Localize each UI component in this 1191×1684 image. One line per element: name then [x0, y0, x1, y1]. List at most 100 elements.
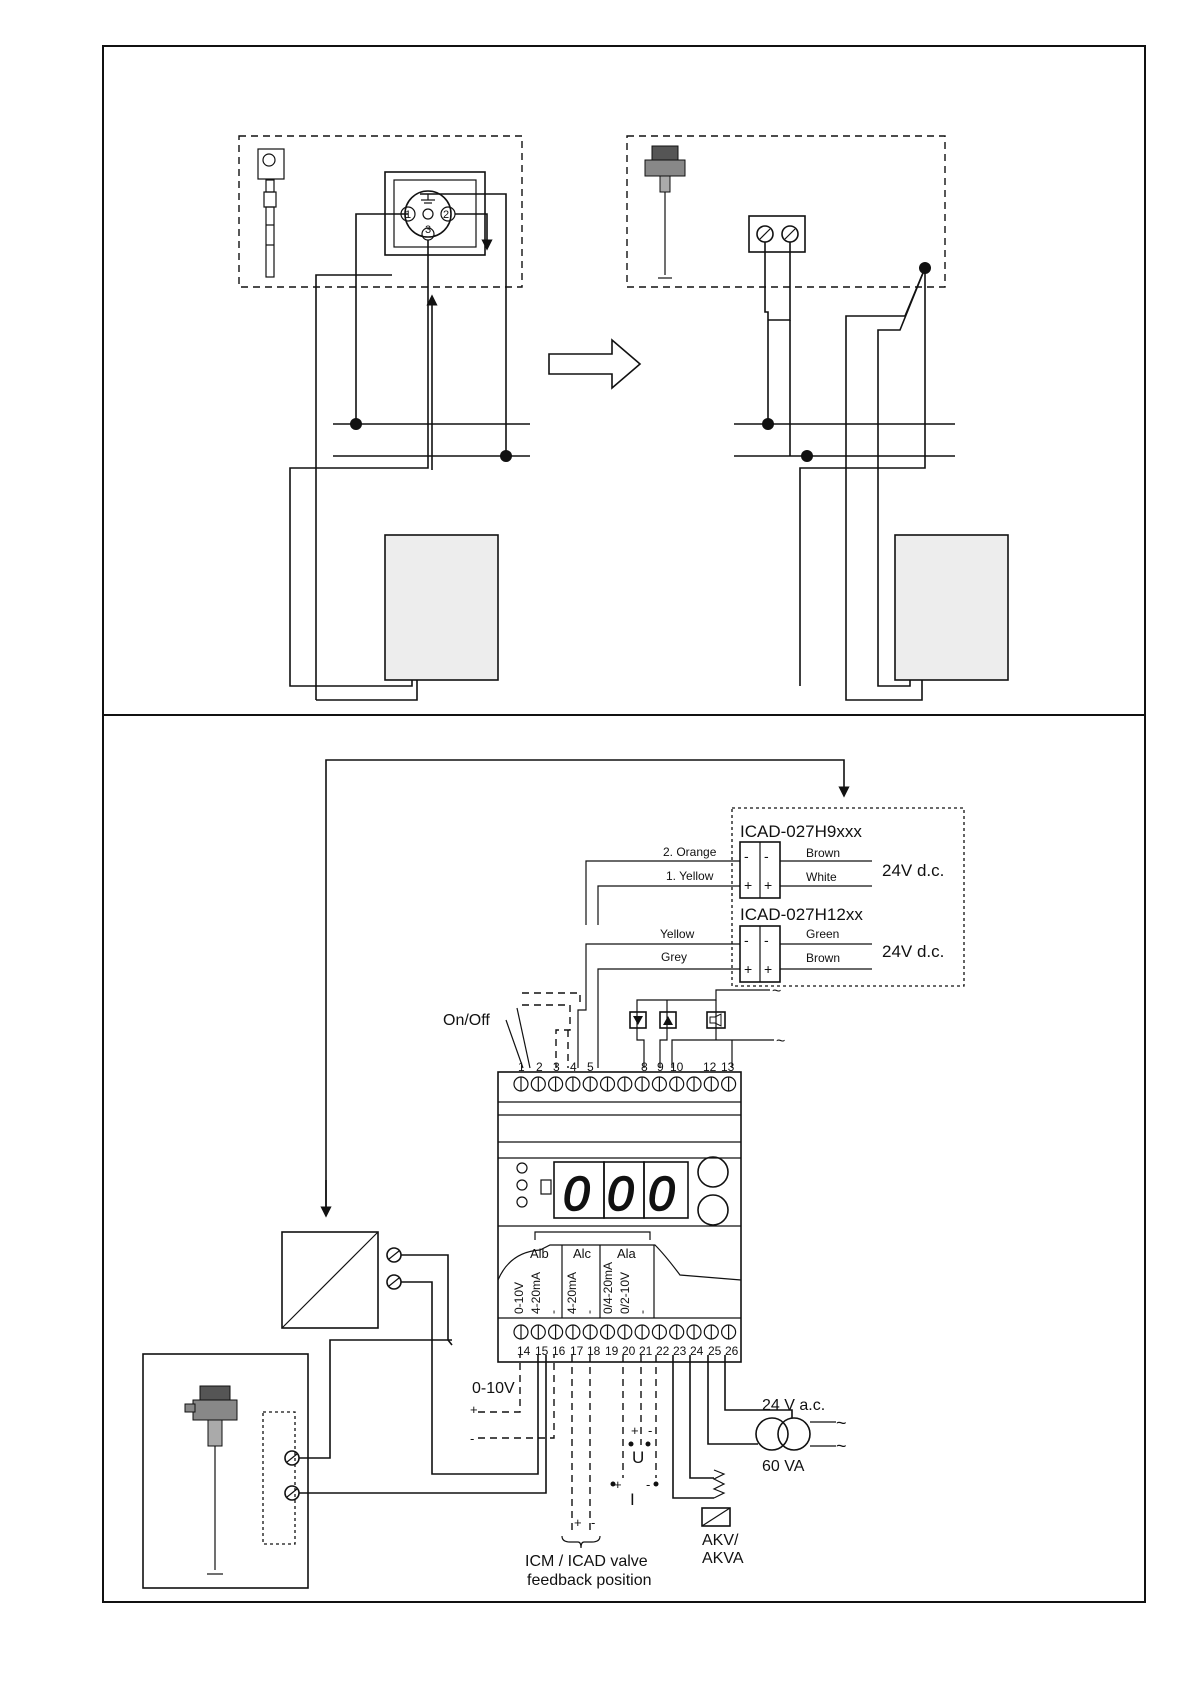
top-right-diagram	[626, 135, 1009, 701]
relay-wire-a	[636, 989, 770, 1068]
icad-h9-supply: 24V d.c.	[882, 861, 944, 880]
svg-text:-: -	[764, 932, 769, 948]
on-off-switch2	[505, 1019, 524, 1069]
yellow-wire	[597, 885, 740, 925]
icad-h12-out2: Brown	[806, 951, 840, 965]
va-label: 60 VA	[762, 1458, 805, 1475]
signal-label: 4-20mA	[565, 1272, 579, 1314]
digit-box	[643, 1161, 689, 1219]
icad-h12-supply: 24V d.c.	[882, 942, 944, 961]
signal-label: 0/2-10V	[618, 1272, 632, 1314]
svg-text:+: +	[574, 1515, 582, 1530]
orange-wire	[585, 860, 740, 925]
icad-h9-wire1: 2. Orange	[663, 845, 717, 859]
relay-icons: ~ ~	[629, 983, 785, 1068]
digit-3: 0	[648, 1168, 675, 1221]
wire-aux	[315, 274, 392, 700]
wire-right-aux	[845, 267, 926, 701]
display-panel: 0 0 0	[516, 1156, 729, 1226]
svg-text:+: +	[631, 1423, 639, 1438]
terminal-label: 25	[708, 1344, 722, 1358]
capacitive-sensor-icon-2	[184, 1385, 238, 1575]
u-label: U	[632, 1448, 644, 1467]
wire-term2	[768, 242, 791, 321]
svg-text:+: +	[744, 877, 752, 893]
sensor-wire-1	[299, 1339, 452, 1459]
relay-wire-b	[671, 1039, 774, 1068]
icad-h12-wire1: Yellow	[660, 927, 695, 941]
ac-wire-2	[724, 1355, 793, 1418]
pin-2-label: 2	[443, 209, 449, 221]
icad-h9-model: ICAD-027H9xxx	[740, 822, 862, 841]
ac-supply-label: 24 V a.c.	[762, 1397, 825, 1414]
terminal-label: 20	[622, 1344, 636, 1358]
group-alb: Alb	[530, 1246, 549, 1261]
ac-wire-1	[707, 1355, 758, 1445]
terminal-label: 1	[518, 1060, 525, 1074]
up-button[interactable]	[697, 1156, 729, 1188]
sensor-enclosure-old	[238, 135, 523, 288]
feedback-line2: feedback position	[527, 1572, 652, 1589]
ac-tilde-3: ~	[836, 1413, 847, 1433]
feedback-line1: ICM / ICAD valve	[525, 1553, 648, 1570]
icad-h12-out1: Green	[806, 927, 839, 941]
dashed-link2	[522, 1004, 571, 1068]
i-label: I	[630, 1490, 635, 1509]
converter-wire-2	[401, 1281, 539, 1475]
analog-minus-wire	[478, 1355, 555, 1439]
converter-wire-1	[401, 1254, 453, 1346]
terminal-label: 21	[639, 1344, 653, 1358]
group-ala: Ala	[617, 1246, 637, 1261]
wire-ground	[420, 193, 507, 456]
svg-text:+: +	[470, 1402, 478, 1417]
digit-2: 0	[607, 1168, 634, 1221]
icad-h9-out1: Brown	[806, 846, 840, 860]
svg-text:-: -	[470, 1431, 474, 1446]
terminal-label: 5	[587, 1060, 594, 1074]
level-sensor-icon	[257, 148, 285, 278]
terminal-label: 3	[553, 1060, 560, 1074]
svg-text:-: -	[591, 1515, 595, 1530]
junction-dot	[801, 450, 813, 462]
bottom-diagram: ICAD-027H9xxx - - + + 2. Orange 1. Yello…	[142, 759, 965, 1589]
signal-converter	[281, 1231, 379, 1329]
terminal-label: 23	[673, 1344, 687, 1358]
controller-block-left	[384, 534, 499, 681]
outer-frame	[102, 45, 1146, 1603]
terminal-block	[748, 215, 806, 253]
junction-dot	[919, 262, 931, 274]
ac-tilde-2: ~	[776, 1033, 785, 1050]
terminal-label: 16	[552, 1344, 566, 1358]
label-panel-outline	[497, 1244, 742, 1281]
dashed-link1	[522, 992, 581, 1005]
junction-dot	[500, 450, 512, 462]
group-alc: Alc	[573, 1246, 592, 1261]
pin-1-label: 1	[405, 209, 411, 221]
icad-h9-wire2: 1. Yellow	[666, 869, 714, 883]
terminal-label: 10	[670, 1060, 684, 1074]
akv-valve-icon	[701, 1507, 731, 1527]
down-button[interactable]	[697, 1194, 729, 1226]
wire-right-loop	[877, 267, 926, 687]
icad-h9-out2: White	[806, 870, 837, 884]
capacitive-sensor-icon	[644, 145, 686, 279]
wire-pin3-loop	[289, 240, 429, 687]
wire-pin1	[355, 213, 408, 424]
svg-text:-: -	[764, 848, 769, 864]
akv-wire-1	[672, 1355, 714, 1499]
digit-1: 0	[563, 1168, 590, 1221]
signal-label: 0-10V	[512, 1282, 526, 1314]
triangle-down-icon	[633, 1016, 643, 1025]
transition-arrow-icon	[548, 338, 642, 390]
transformer-coil-1	[755, 1417, 789, 1451]
icad-enclosure	[731, 807, 965, 987]
terminal-label: 8	[641, 1060, 648, 1074]
wire-term1	[764, 242, 769, 424]
alarm-low-icon	[629, 1011, 647, 1029]
wire-pin2-arrow	[455, 213, 493, 251]
on-off-switch	[516, 1007, 531, 1069]
on-off-label: On/Off	[443, 1012, 490, 1029]
wire-aux-return	[316, 680, 418, 701]
svg-text:-: -	[646, 1477, 650, 1492]
